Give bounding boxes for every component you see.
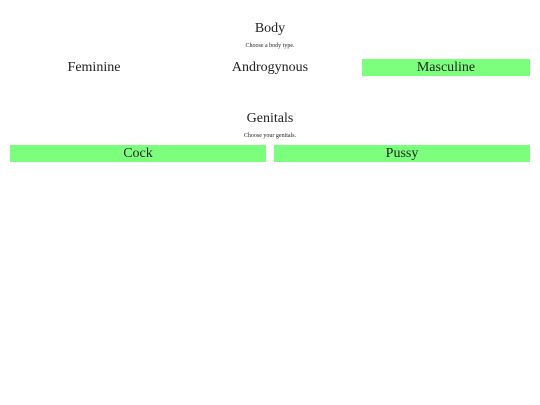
body-section: Body Choose a body type. Feminine Androg… [0,21,540,76]
genitals-option-pussy[interactable]: Pussy [274,145,530,162]
body-options: Feminine Androgynous Masculine [0,59,540,76]
body-option-androgynous[interactable]: Androgynous [231,60,309,75]
body-heading: Body [254,21,286,36]
body-option-masculine[interactable]: Masculine [362,59,530,76]
genitals-option-cock[interactable]: Cock [10,145,266,162]
body-subheading: Choose a body type. [245,43,295,49]
genitals-section: Genitals Choose your genitals. Cock Puss… [0,111,540,162]
genitals-heading: Genitals [246,111,294,126]
genitals-options: Cock Pussy [0,145,540,162]
body-option-feminine[interactable]: Feminine [67,60,121,75]
genitals-subheading: Choose your genitals. [243,133,297,139]
